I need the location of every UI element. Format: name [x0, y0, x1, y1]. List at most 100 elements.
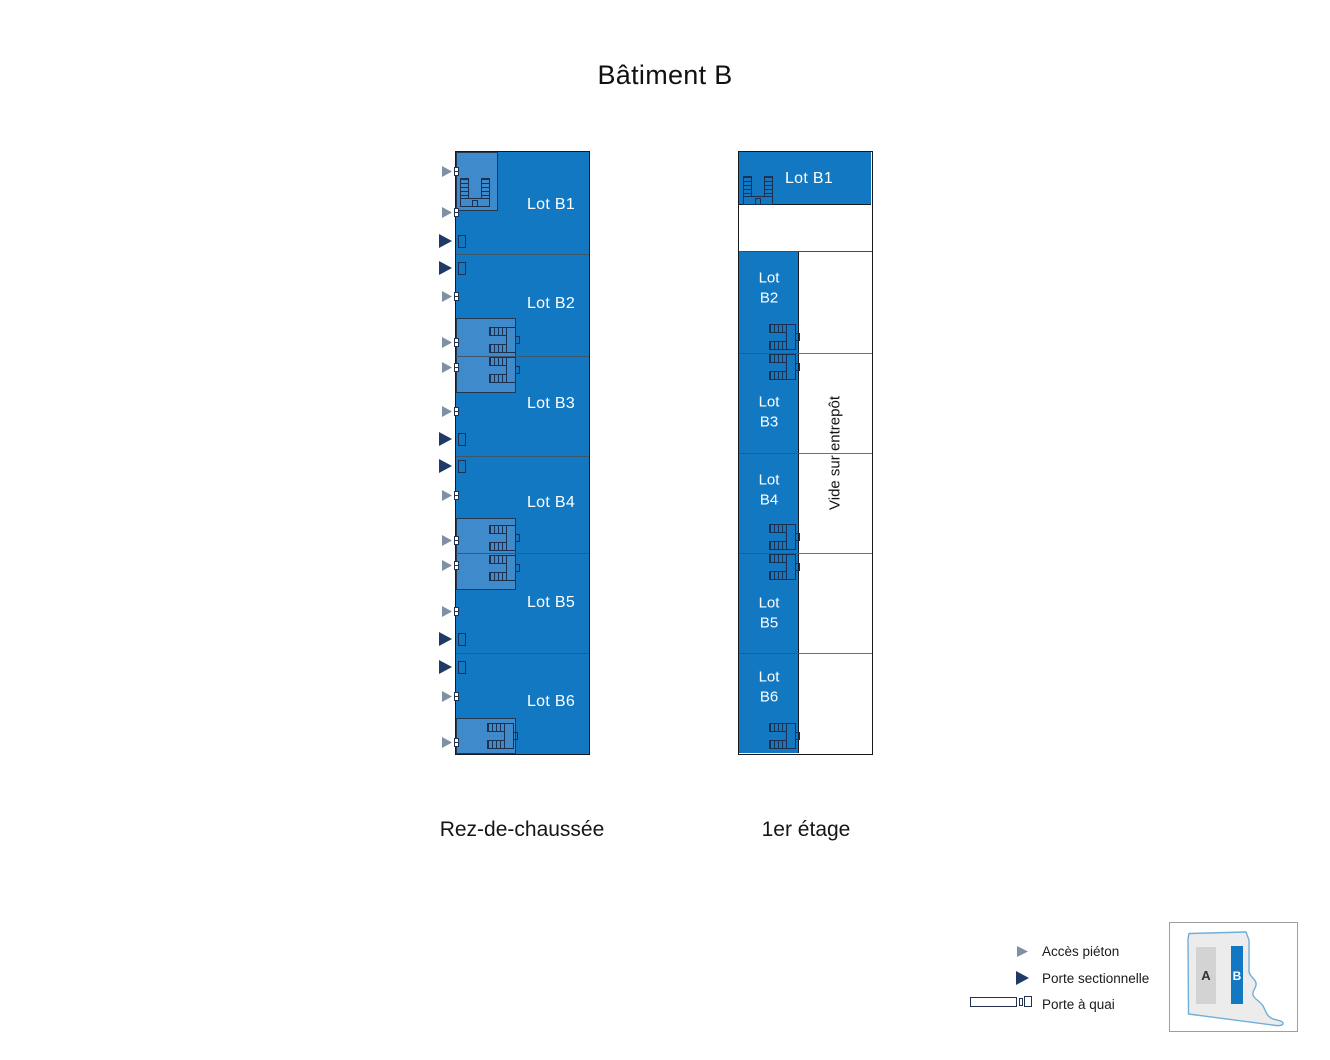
sectional-door-icon	[458, 433, 466, 446]
pedestrian-door-icon	[454, 738, 459, 747]
lot-label-b4: Lot B4	[526, 494, 576, 511]
building-b-shape	[1231, 946, 1243, 1004]
lot-label-b2: Lot B2	[526, 295, 576, 312]
lot-label-line: Lot	[758, 393, 780, 411]
staircase-icon	[489, 326, 520, 354]
sectional-door-icon	[458, 262, 466, 275]
staircase-icon	[769, 722, 800, 750]
sectional-door-arrow-icon	[439, 632, 452, 646]
pedestrian-door-icon	[454, 536, 459, 545]
pedestrian-access-arrow-icon	[442, 606, 452, 617]
ground-floor-plan: Lot B1 Lot B2 Lot B3 Lot B4 Lot B5 Lot B…	[439, 151, 590, 755]
lot-label-line: B6	[759, 688, 779, 705]
first-floor-lots-column	[739, 251, 799, 753]
lot-label-line: Lot	[758, 269, 780, 287]
staircase-icon	[769, 553, 800, 581]
pedestrian-door-icon	[454, 208, 459, 217]
pedestrian-access-arrow-icon	[442, 166, 452, 177]
sectional-door-icon	[458, 633, 466, 646]
lot-label-line: B5	[759, 614, 779, 631]
site-minimap: A B	[1169, 922, 1298, 1032]
staircase-icon	[487, 722, 518, 750]
void-divider	[799, 553, 872, 554]
staircase-icon	[489, 356, 520, 384]
first-floor-caption: 1er étage	[761, 818, 851, 841]
lot-label-line: Lot	[758, 668, 780, 686]
site-minimap-drawing: A B	[1187, 931, 1284, 1027]
lot-label-line: Lot	[758, 594, 780, 612]
pedestrian-access-arrow-icon	[1017, 946, 1028, 957]
sectional-door-icon	[458, 661, 466, 674]
building-a-label: A	[1201, 968, 1211, 983]
lot-label-b1: Lot B1	[784, 170, 834, 187]
lot-divider	[456, 356, 589, 357]
sectional-door-arrow-icon	[439, 234, 452, 248]
lot-label-b1: Lot B1	[526, 196, 576, 213]
pedestrian-door-icon	[454, 167, 459, 176]
staircase-icon	[489, 554, 520, 582]
sectional-door-arrow-icon	[439, 660, 452, 674]
staircase-icon	[743, 176, 774, 206]
lot-label-b6: Lot B6	[526, 693, 576, 710]
sectional-door-icon	[458, 460, 466, 473]
sectional-door-arrow-icon	[439, 261, 452, 275]
void-divider	[799, 353, 872, 354]
lot-label-line: B4	[759, 491, 779, 508]
pedestrian-access-arrow-icon	[442, 560, 452, 571]
pedestrian-door-icon	[454, 692, 459, 701]
lot-divider	[456, 653, 589, 654]
pedestrian-access-arrow-icon	[442, 535, 452, 546]
pedestrian-access-arrow-icon	[442, 737, 452, 748]
lot-divider	[456, 254, 589, 255]
building-a-shape	[1196, 947, 1216, 1004]
legend-sectional-door-label: Porte sectionnelle	[1042, 971, 1150, 986]
sectional-door-arrow-icon	[439, 432, 452, 446]
pedestrian-access-arrow-icon	[442, 207, 452, 218]
staircase-icon	[460, 178, 491, 208]
building-b-label: B	[1233, 969, 1242, 983]
pedestrian-door-icon	[454, 491, 459, 500]
staircase-icon	[769, 323, 800, 351]
staircase-icon	[769, 523, 800, 551]
pedestrian-access-arrow-icon	[442, 406, 452, 417]
pedestrian-door-icon	[454, 407, 459, 416]
pedestrian-access-arrow-icon	[442, 490, 452, 501]
ground-floor-caption: Rez-de-chaussée	[439, 818, 605, 841]
lot-label-b5: Lot B5	[526, 594, 576, 611]
sectional-door-arrow-icon	[1016, 971, 1029, 985]
lot-label-b3: Lot B3	[526, 395, 576, 412]
void-divider	[799, 453, 872, 454]
pedestrian-door-icon	[454, 338, 459, 347]
legend-pedestrian-access-label: Accès piéton	[1042, 944, 1120, 959]
lot-label-line: B2	[759, 289, 779, 306]
lot-divider	[739, 553, 799, 554]
pedestrian-access-arrow-icon	[442, 291, 452, 302]
legend-dock-door-label: Porte à quai	[1042, 997, 1115, 1012]
zone-divider	[739, 251, 872, 252]
lot-divider	[739, 653, 799, 654]
page-title: Bâtiment B	[597, 60, 733, 90]
pedestrian-door-icon	[454, 292, 459, 301]
pedestrian-door-icon	[454, 561, 459, 570]
lot-divider	[456, 553, 589, 554]
void-over-warehouse-label: Vide sur entrepôt	[826, 396, 844, 510]
lot-divider	[456, 456, 589, 457]
lot-label-line: Lot	[758, 471, 780, 489]
staircase-icon	[769, 353, 800, 381]
staircase-icon	[489, 524, 520, 552]
lot-divider	[739, 453, 799, 454]
lot-divider	[739, 353, 799, 354]
pedestrian-door-icon	[454, 363, 459, 372]
sectional-door-icon	[458, 235, 466, 248]
pedestrian-access-arrow-icon	[442, 362, 452, 373]
pedestrian-access-arrow-icon	[442, 337, 452, 348]
pedestrian-access-arrow-icon	[442, 691, 452, 702]
lot-label-line: B3	[759, 413, 779, 430]
